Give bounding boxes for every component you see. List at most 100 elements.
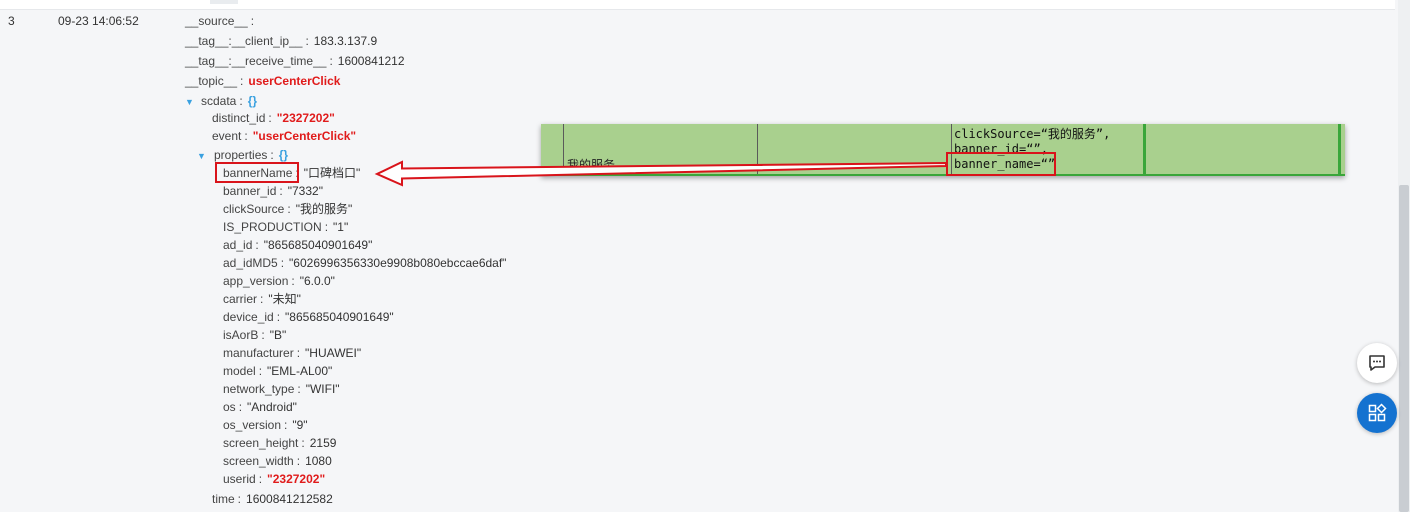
field-ad-id[interactable]: ad_id:"865685040901649" <box>223 237 372 253</box>
field-screen-width[interactable]: screen_width:1080 <box>223 453 332 469</box>
field-event[interactable]: event:"userCenterClick" <box>212 128 356 144</box>
field-value: "865685040901649" <box>263 238 373 252</box>
field-click-source[interactable]: clickSource: "我的服务" <box>223 201 352 217</box>
field-value: "userCenterClick" <box>252 129 357 143</box>
row-index: 3 <box>8 14 15 28</box>
field-key: scdata <box>201 94 237 108</box>
field-value: "9" <box>292 418 308 432</box>
banner-name-highlight-box <box>215 162 299 183</box>
field-value: "我的服务" <box>295 202 353 216</box>
field-value: "HUAWEI" <box>305 346 362 360</box>
field-carrier[interactable]: carrier:"未知" <box>223 291 301 307</box>
object-brace: {} <box>278 148 289 162</box>
field-key: ad_id <box>223 238 253 252</box>
field-receive-time[interactable]: __tag__:__receive_time__:1600841212 <box>185 53 405 69</box>
field-key: bannerName <box>223 166 293 180</box>
field-app-version[interactable]: app_version: "6.0.0" <box>223 273 335 289</box>
field-colon: : <box>279 184 283 198</box>
field-colon: : <box>238 400 243 414</box>
field-banner-id[interactable]: banner_id: "7332" <box>223 183 323 199</box>
excel-text-line: .... <box>1081 170 1110 176</box>
field-manufacturer[interactable]: manufacturer: "HUAWEI" <box>223 345 361 361</box>
field-key: banner_id <box>223 184 277 198</box>
field-colon: : <box>301 436 305 450</box>
collapse-triangle-icon[interactable]: ▼ <box>197 151 206 161</box>
field-colon: : <box>296 346 301 360</box>
previous-row-tab <box>210 0 238 4</box>
field-colon: : <box>270 148 274 162</box>
field-value: "6026996356330e9908b080ebccae6daf" <box>289 256 507 270</box>
field-network-type[interactable]: network_type:"WIFI" <box>223 381 340 397</box>
field-key: __topic__ <box>185 74 238 88</box>
field-value: "B" <box>269 328 287 342</box>
field-value: "2327202" <box>276 111 335 125</box>
field-source[interactable]: __source__: <box>185 13 259 29</box>
field-userid[interactable]: userid:"2327202" <box>223 471 325 487</box>
field-key: time <box>212 492 235 506</box>
field-key: IS_PRODUCTION <box>223 220 322 234</box>
excel-column-divider <box>757 124 758 176</box>
field-colon: : <box>287 202 291 216</box>
field-key: distinct_id <box>212 111 266 125</box>
field-colon: : <box>329 54 333 68</box>
field-colon: : <box>305 34 309 48</box>
field-value: 1600841212582 <box>246 492 333 506</box>
field-colon: : <box>324 220 329 234</box>
field-os-version[interactable]: os_version: "9" <box>223 417 308 433</box>
feedback-button[interactable] <box>1357 343 1397 383</box>
field-is-aor-b[interactable]: isAorB:"B" <box>223 327 286 343</box>
field-device-id[interactable]: device_id:"865685040901649" <box>223 309 394 325</box>
field-client-ip[interactable]: __tag__:__client_ip__:183.3.137.9 <box>185 33 377 49</box>
field-colon: : <box>258 364 263 378</box>
field-key: manufacturer <box>223 346 294 360</box>
field-colon: : <box>244 129 248 143</box>
field-colon: : <box>260 292 264 306</box>
field-colon: : <box>280 256 285 270</box>
field-key: clickSource <box>223 202 285 216</box>
field-key: screen_width <box>223 454 294 468</box>
field-key: userid <box>223 472 256 486</box>
apps-button[interactable] <box>1357 393 1397 433</box>
field-key: properties <box>214 148 268 162</box>
field-key: app_version <box>223 274 289 288</box>
field-model[interactable]: model:"EML-AL00" <box>223 363 332 379</box>
field-colon: : <box>291 274 295 288</box>
excel-text-line: clickSource=“我的服务”, <box>954 127 1111 141</box>
excel-text-line: banner_name=“” <box>954 157 1056 171</box>
field-key: __tag__:__receive_time__ <box>185 54 327 68</box>
field-screen-height[interactable]: screen_height:2159 <box>223 435 336 451</box>
previous-row-border <box>0 0 1395 10</box>
field-colon: : <box>284 418 288 432</box>
apps-grid-icon <box>1368 403 1387 422</box>
field-key: ad_idMD5 <box>223 256 278 270</box>
field-value: "6.0.0" <box>299 274 335 288</box>
field-key: os_version <box>223 418 282 432</box>
excel-selection-border <box>541 174 1345 176</box>
excel-selection-border <box>1143 124 1146 176</box>
collapse-triangle-icon[interactable]: ▼ <box>185 97 194 107</box>
field-colon: : <box>296 454 301 468</box>
field-properties[interactable]: properties: {} <box>214 147 288 163</box>
field-colon: : <box>261 328 265 342</box>
field-value: "Android" <box>247 400 297 414</box>
excel-selection-border <box>1338 124 1341 176</box>
scrollbar-thumb[interactable] <box>1399 185 1409 512</box>
field-value: 1080 <box>305 454 332 468</box>
row-time: 09-23 14:06:52 <box>58 14 139 28</box>
field-key: __source__ <box>185 14 248 28</box>
field-value: "WIFI" <box>305 382 340 396</box>
field-value: 1600841212 <box>337 54 405 68</box>
field-colon: : <box>240 74 244 88</box>
field-topic[interactable]: __topic__:userCenterClick <box>185 73 340 89</box>
field-value: "1" <box>333 220 349 234</box>
excel-column-divider <box>951 124 952 176</box>
field-value: "2327202" <box>267 472 326 486</box>
field-value: "7332" <box>287 184 323 198</box>
field-is-production[interactable]: IS_PRODUCTION: "1" <box>223 219 348 235</box>
field-distinct-id[interactable]: distinct_id:"2327202" <box>212 110 335 126</box>
field-time[interactable]: time:1600841212582 <box>212 491 333 507</box>
field-ad-id-md5[interactable]: ad_idMD5: "6026996356330e9908b080ebccae6d… <box>223 255 506 271</box>
field-scdata[interactable]: scdata:{} <box>201 93 257 109</box>
field-key: screen_height <box>223 436 299 450</box>
field-os[interactable]: os:"Android" <box>223 399 297 415</box>
